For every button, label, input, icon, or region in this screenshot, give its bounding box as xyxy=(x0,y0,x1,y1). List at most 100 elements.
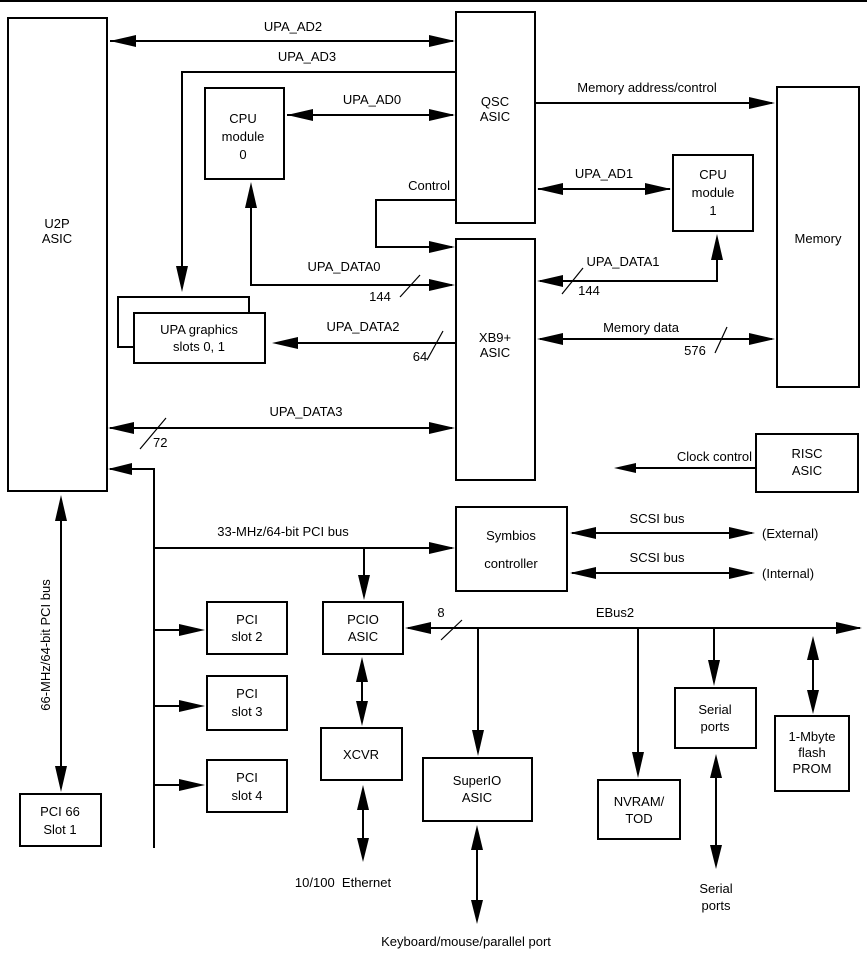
bus-width-label: 144 xyxy=(369,289,391,304)
link-pcio-xcvr xyxy=(356,657,368,726)
bus-upa-ad0: UPA_AD0 xyxy=(287,92,455,121)
arrowhead-icon xyxy=(807,690,819,714)
arrowhead-icon xyxy=(570,567,596,579)
block-label: QSC xyxy=(481,94,509,109)
block-label: flash xyxy=(798,745,825,760)
endpoint-label: Serial xyxy=(699,881,732,896)
arrowhead-icon xyxy=(729,567,755,579)
block-label: ASIC xyxy=(42,231,72,246)
bus-control: Control xyxy=(375,178,456,253)
block-risc-asic: RISC ASIC xyxy=(755,433,859,493)
arrowhead-icon xyxy=(749,97,775,109)
arrowhead-icon xyxy=(179,624,205,636)
block-label: Memory xyxy=(795,231,842,246)
bus-label: 66-MHz/64-bit PCI bus xyxy=(38,579,53,711)
block-label: UPA graphics xyxy=(160,322,238,337)
block-label: ASIC xyxy=(462,790,492,805)
block-label: RISC xyxy=(791,446,822,461)
bus-label: EBus2 xyxy=(596,605,634,620)
bus-upa-data0: UPA_DATA0 144 xyxy=(245,182,455,304)
block-nvram-tod: NVRAM/ TOD xyxy=(597,779,681,840)
block-xb9-asic: XB9+ ASIC xyxy=(455,238,536,481)
arrowhead-icon xyxy=(708,660,720,686)
bus-label: Control xyxy=(408,178,450,193)
block-label: ASIC xyxy=(348,629,378,644)
block-label: PCI xyxy=(236,770,258,785)
block-label: CPU xyxy=(699,167,726,182)
block-label: 0 xyxy=(239,147,246,162)
endpoint-label: (Internal) xyxy=(762,566,814,581)
block-label: 1 xyxy=(709,203,716,218)
arrowhead-icon xyxy=(429,279,455,291)
block-label: Symbios xyxy=(486,528,536,543)
block-memory: Memory xyxy=(776,86,860,388)
arrowhead-icon xyxy=(537,275,563,287)
bus-label: UPA_DATA3 xyxy=(270,404,343,419)
block-label: slot 3 xyxy=(231,704,262,719)
bus-width-label: 72 xyxy=(153,435,167,450)
block-label: ASIC xyxy=(480,345,510,360)
block-pcio-asic: PCIO ASIC xyxy=(322,601,404,655)
block-label: NVRAM/ xyxy=(614,794,665,809)
block-label: ASIC xyxy=(792,463,822,478)
bus-scsi-external: SCSI bus (External) xyxy=(570,511,818,541)
arrowhead-icon xyxy=(55,495,67,521)
block-label: XCVR xyxy=(343,747,379,762)
endpoint-label: (External) xyxy=(762,526,818,541)
arrowhead-icon xyxy=(710,845,722,869)
bus-label: Memory address/control xyxy=(577,80,717,95)
block-label: ASIC xyxy=(480,109,510,124)
arrowhead-icon xyxy=(729,527,755,539)
block-label: PCI xyxy=(236,612,258,627)
arrowhead-icon xyxy=(614,463,636,473)
block-label: slot 2 xyxy=(231,629,262,644)
block-label: XB9+ xyxy=(479,330,511,345)
bus-pci-33mhz: 33-MHz/64-bit PCI bus xyxy=(108,463,455,848)
arrowhead-icon xyxy=(645,183,671,195)
arrowhead-icon xyxy=(179,779,205,791)
block-label: PROM xyxy=(793,761,832,776)
bus-label: UPA_DATA1 xyxy=(587,254,660,269)
link-keyboard-mouse-parallel: Keyboard/mouse/parallel port xyxy=(381,825,551,949)
bus-label: UPA_AD0 xyxy=(343,92,401,107)
arrowhead-icon xyxy=(358,575,370,600)
bus-memory-address-control: Memory address/control xyxy=(535,80,775,109)
arrowhead-icon xyxy=(710,754,722,778)
block-cpu-module-0: CPU module 0 xyxy=(204,87,285,180)
arrowhead-icon xyxy=(429,35,455,47)
bus-memory-data: Memory data 576 xyxy=(537,320,775,358)
bus-label: UPA_DATA0 xyxy=(308,259,381,274)
bus-label: UPA_AD1 xyxy=(575,166,633,181)
arrowhead-icon xyxy=(632,752,644,778)
bus-ebus2: 8 EBus2 xyxy=(405,605,862,778)
block-flash-prom: 1-Mbyte flash PROM xyxy=(774,715,850,792)
block-label: SuperIO xyxy=(453,773,501,788)
arrowhead-icon xyxy=(356,701,368,726)
arrowhead-icon xyxy=(429,109,455,121)
block-label: PCIO xyxy=(347,612,379,627)
arrowhead-icon xyxy=(429,241,455,253)
block-cpu-module-1: CPU module 1 xyxy=(672,154,754,232)
bus-label: UPA_AD3 xyxy=(278,49,336,64)
arrowhead-icon xyxy=(357,785,369,810)
arrowhead-icon xyxy=(405,622,431,634)
arrowhead-icon xyxy=(108,422,134,434)
block-label: 1-Mbyte xyxy=(789,729,836,744)
arrowhead-icon xyxy=(471,825,483,850)
block-u2p-asic: U2P ASIC xyxy=(7,17,108,492)
bus-clock-control: Clock control xyxy=(614,449,756,473)
block-label: slot 4 xyxy=(231,788,262,803)
arrowhead-icon xyxy=(537,183,563,195)
block-label: Serial xyxy=(698,702,731,717)
block-label: TOD xyxy=(625,811,652,826)
block-label: module xyxy=(692,185,735,200)
block-upa-graphics-slots: UPA graphics slots 0, 1 xyxy=(117,296,266,364)
arrowhead-icon xyxy=(807,636,819,660)
arrowhead-icon xyxy=(429,542,455,554)
block-pci-slot-4: PCI slot 4 xyxy=(206,759,288,813)
bus-label: UPA_DATA2 xyxy=(327,319,400,334)
bus-label: SCSI bus xyxy=(630,511,685,526)
block-label: U2P xyxy=(44,216,69,231)
block-pci-slot-2: PCI slot 2 xyxy=(206,601,288,655)
block-label: CPU xyxy=(229,111,256,126)
